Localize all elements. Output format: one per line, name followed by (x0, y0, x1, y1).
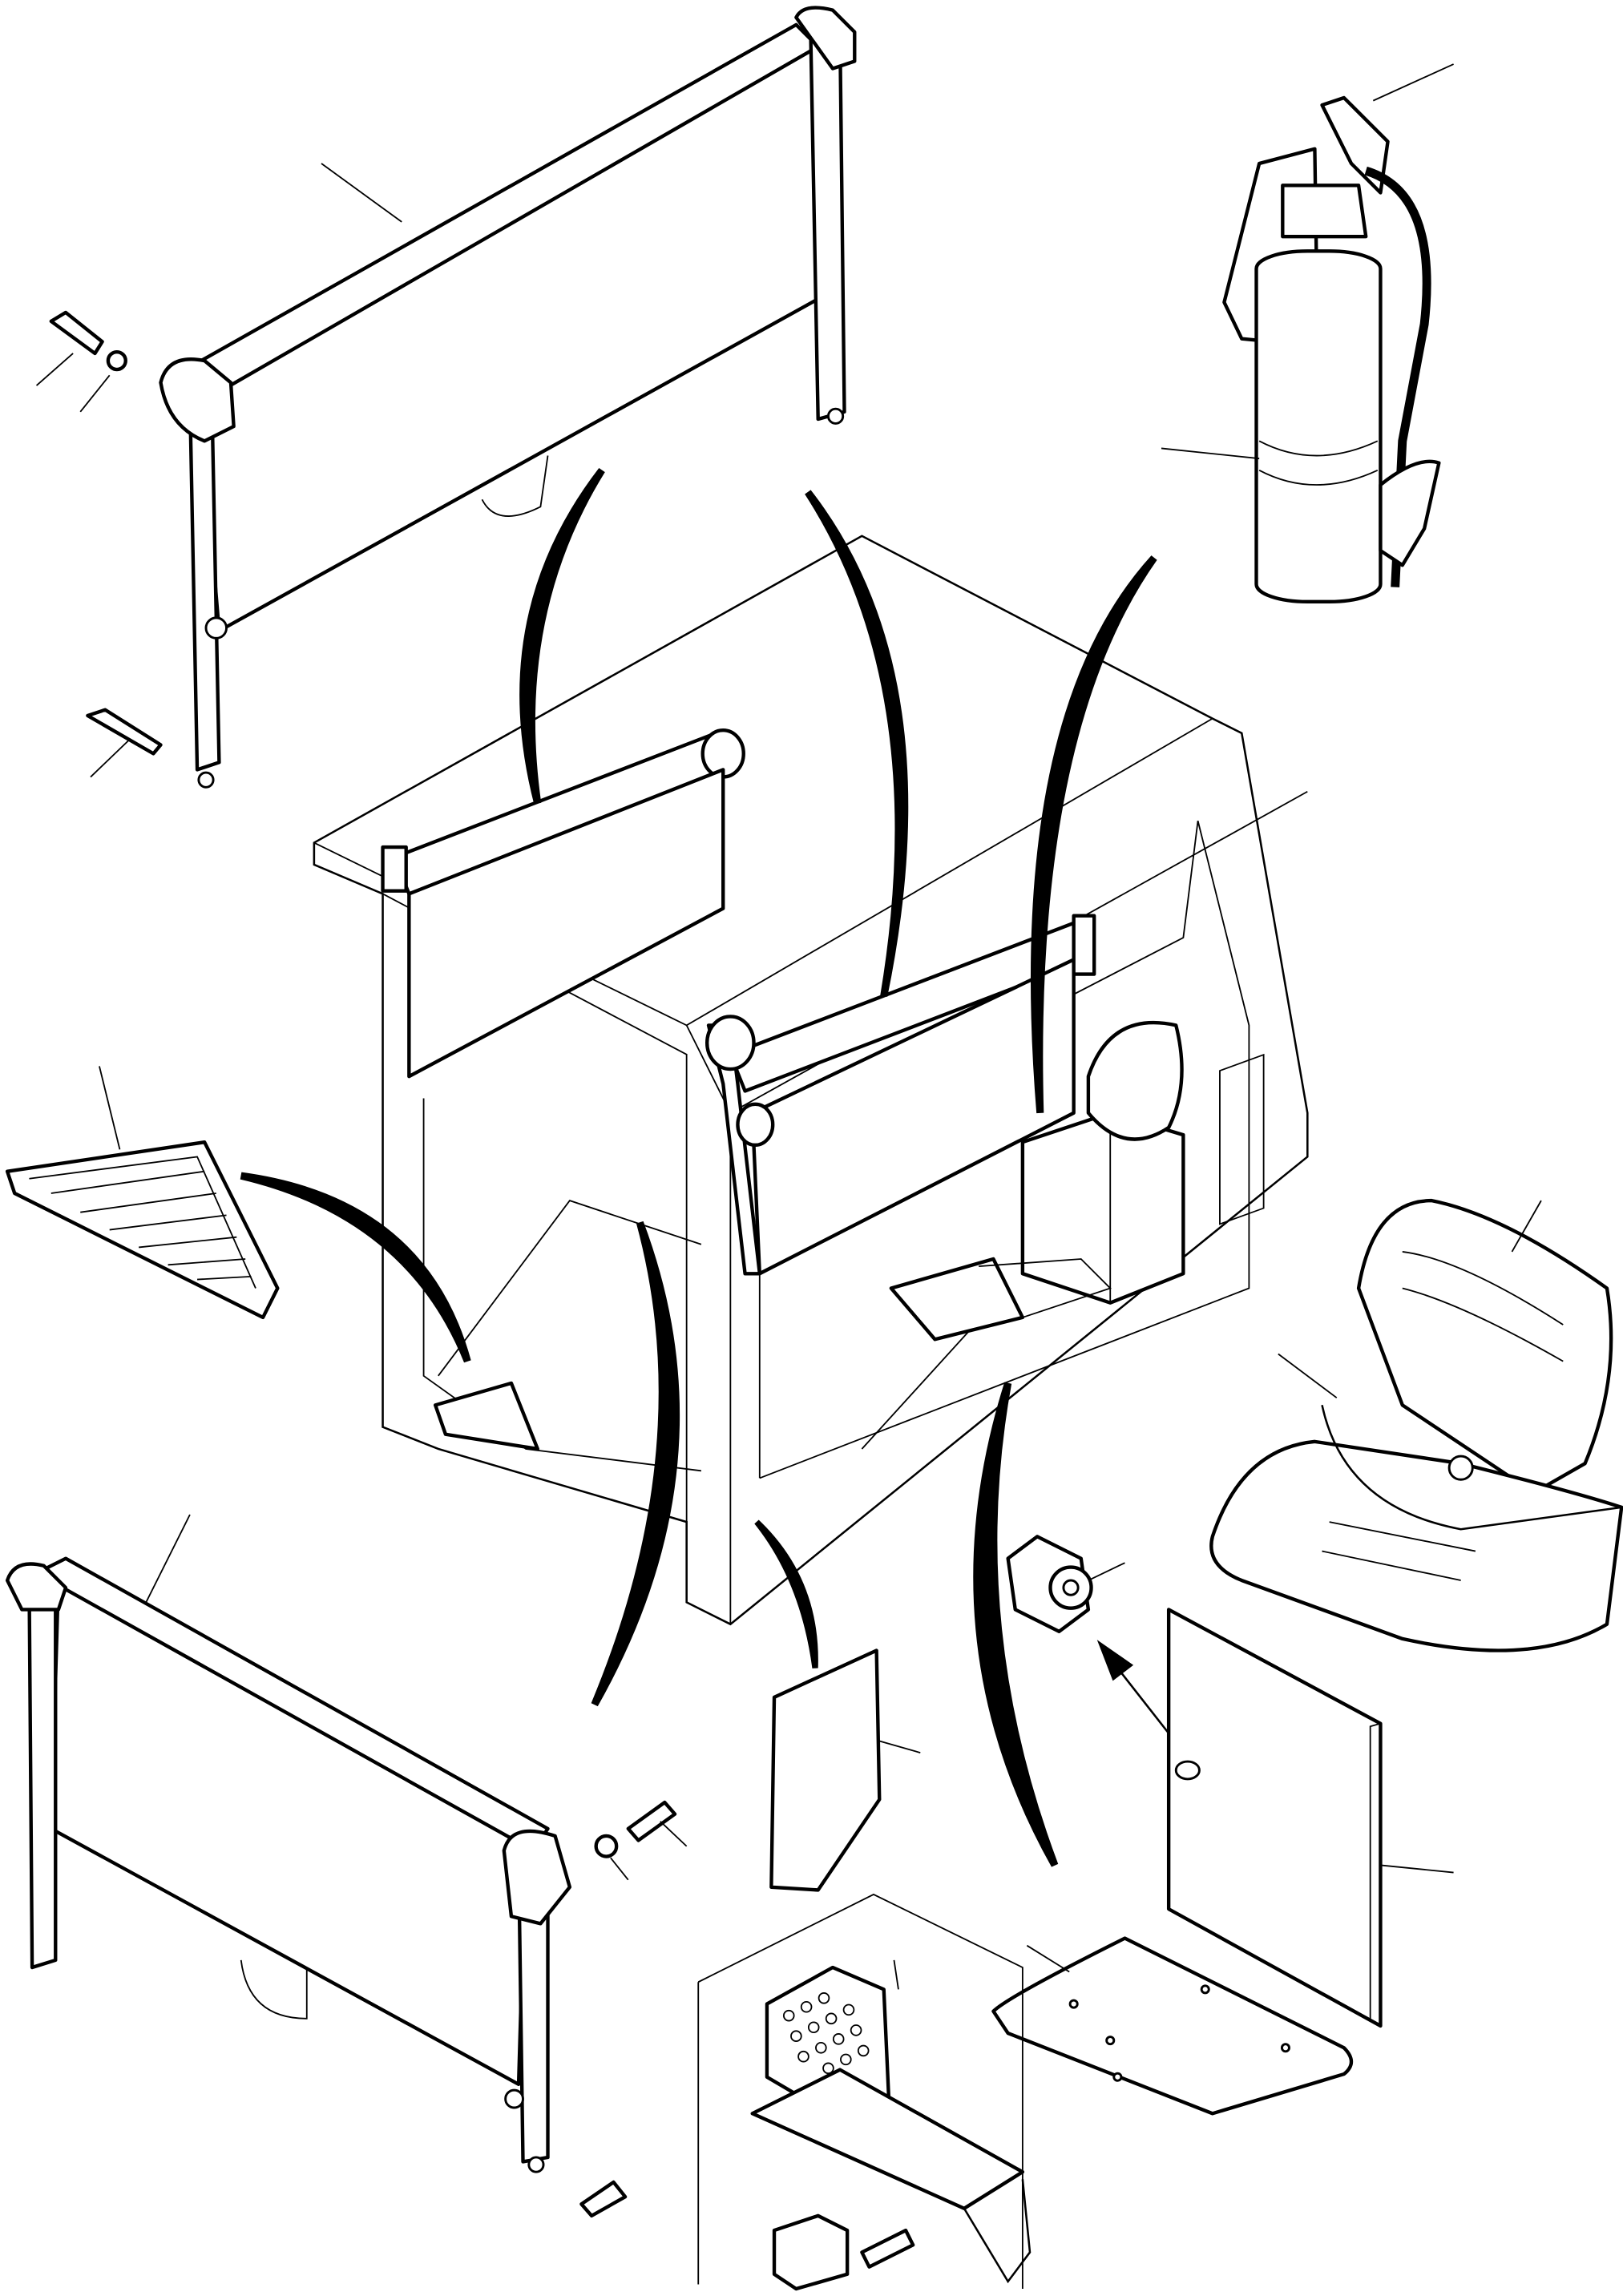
step-tray-left (5, 1066, 280, 1320)
arrow-curve-top-right (1030, 555, 1157, 1114)
side-panel (1166, 1608, 1454, 2028)
step-holes (782, 1992, 870, 2075)
small-panel (769, 1648, 921, 1892)
arrow-curve-left-tray (240, 1172, 471, 1363)
arrow-curve-bottom-left (591, 1221, 680, 1707)
cab-rear-roller-blind (381, 728, 745, 1079)
arrowhead-icon (1096, 1640, 1134, 1681)
screws-bottom-right (579, 1800, 688, 2218)
cab-seat-and-box (889, 1020, 1185, 1342)
arrow-curve-bottom-center (754, 1519, 818, 1669)
cab-front-roller-blind (705, 914, 1096, 1276)
operator-seat (1209, 1198, 1623, 1652)
step-assembly (697, 1893, 1032, 2291)
arrow-curve-top-left (519, 467, 605, 805)
key-switch (1006, 1535, 1125, 1633)
floor-plate (991, 1936, 1354, 2116)
arrow-curve-bottom-right (973, 1382, 1059, 1867)
fire-extinguisher (1161, 63, 1454, 604)
roller-blind-top (159, 6, 857, 789)
arrow-curve-top-center (805, 490, 909, 997)
cab-mini-step-tray (433, 1381, 539, 1451)
roller-blind-bottom (5, 1514, 572, 2173)
assembly-arrows (240, 467, 1188, 1867)
screws-top-left (35, 310, 163, 778)
